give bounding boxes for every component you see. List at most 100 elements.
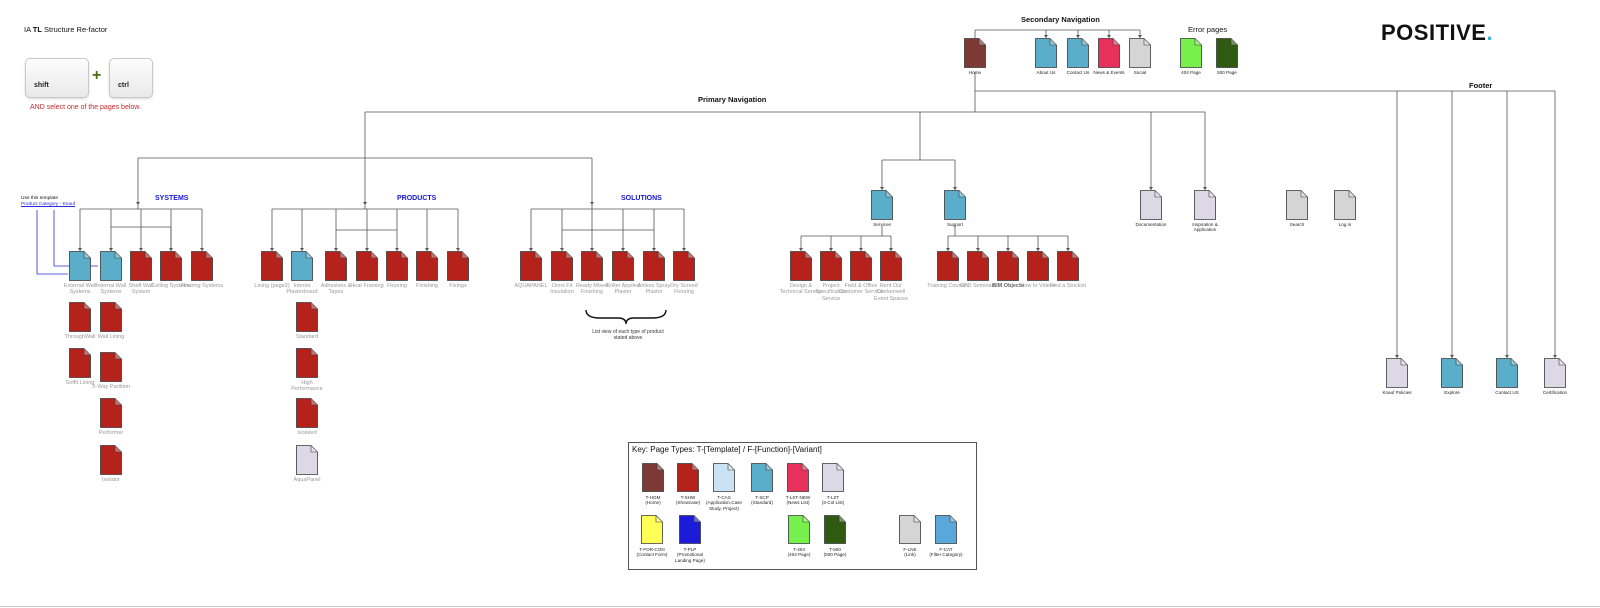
arrow-head [1044, 35, 1048, 38]
page-about-us[interactable] [1035, 38, 1057, 68]
page-wall-lining[interactable] [100, 302, 122, 332]
key-icon-t-shw[interactable] [677, 463, 699, 492]
page-contact-us[interactable] [1067, 38, 1089, 68]
page-roller-applied-plaster[interactable] [612, 251, 634, 281]
page-external-wall-systems[interactable] [69, 251, 91, 281]
page-cpd-seminars[interactable] [967, 251, 989, 281]
page-finishing[interactable] [416, 251, 438, 281]
page-rent-our-clerkenwell-event-spaces[interactable] [880, 251, 902, 281]
page-shaft-wall-system[interactable] [130, 251, 152, 281]
page-support[interactable] [944, 190, 966, 220]
page-search[interactable] [1286, 190, 1308, 220]
page-how-to-videos[interactable] [1027, 251, 1049, 281]
page-icon [551, 251, 573, 281]
page-404-page[interactable] [1180, 38, 1202, 68]
page-home[interactable] [964, 38, 986, 68]
page-documentation[interactable] [1140, 190, 1162, 220]
page-high-performance[interactable] [296, 348, 318, 378]
page-inspiration-application[interactable] [1194, 190, 1216, 220]
page-interior-plasterboard[interactable] [291, 251, 313, 281]
page-services[interactable] [871, 190, 893, 220]
page-label-how-to-videos: How to Videos [1020, 283, 1056, 289]
page-heat-framing[interactable] [356, 251, 378, 281]
page-icon [356, 251, 378, 281]
key-icon-t-lst[interactable] [822, 463, 844, 492]
arrow-head [1006, 248, 1010, 251]
page-ceiling-systems[interactable] [160, 251, 182, 281]
page-icon [679, 515, 701, 544]
key-icon-t-500[interactable] [824, 515, 846, 544]
key-icon-t-lst-new[interactable] [787, 463, 809, 492]
page-label-contact-us: Contact Us [1066, 70, 1090, 75]
page-explore[interactable] [1441, 358, 1463, 388]
page-find-a-stockist[interactable] [1057, 251, 1079, 281]
page-field-office-customer-service[interactable] [850, 251, 872, 281]
page-icon [1496, 358, 1518, 388]
page-lining-page3[interactable] [261, 251, 283, 281]
template-hint-link[interactable]: Product Category - Knauf [21, 201, 76, 207]
page-airless-spray-plaster[interactable] [643, 251, 665, 281]
page-contact-us[interactable] [1496, 358, 1518, 388]
page-soffit-lining[interactable] [69, 348, 91, 378]
key-description: (Showcase) [675, 500, 701, 506]
key-icon-t-404[interactable] [788, 515, 810, 544]
page-aquapanel[interactable] [520, 251, 542, 281]
key-code: T-LST [826, 495, 840, 500]
page-certification[interactable] [1544, 358, 1566, 388]
page-log-in[interactable] [1334, 190, 1356, 220]
page-icon [677, 463, 699, 492]
page-adhesives-tapes[interactable] [325, 251, 347, 281]
key-icon-t-scp[interactable] [751, 463, 773, 492]
key-code: T-SCP [755, 495, 769, 500]
key-description: (Contact Form) [636, 552, 668, 558]
key-code: T-500 [829, 547, 841, 552]
page-news-events[interactable] [1098, 38, 1120, 68]
key-icon-t-cas[interactable] [713, 463, 735, 492]
page-project-specification-service[interactable] [820, 251, 842, 281]
page-x-way-partition[interactable] [100, 352, 122, 382]
page-omni-fit-insulation[interactable] [551, 251, 573, 281]
page-fixings[interactable] [447, 251, 469, 281]
page-flooring[interactable] [386, 251, 408, 281]
key-icon-t-plp[interactable] [679, 515, 701, 544]
page-icon [1544, 358, 1566, 388]
key-icon-f-lnk[interactable] [899, 515, 921, 544]
page-throughwall[interactable] [69, 302, 91, 332]
plus-icon: + [92, 67, 102, 84]
page-ready-mixed-finishing[interactable] [581, 251, 603, 281]
page-design-technical-service[interactable] [790, 251, 812, 281]
page-label-log-in: Log in [1338, 222, 1352, 227]
page-icon [935, 515, 957, 544]
page-knauf-policies[interactable] [1386, 358, 1408, 388]
key-code: T-PLP [683, 547, 697, 552]
page-flooring-systems[interactable] [191, 251, 213, 281]
page-training-courses[interactable] [937, 251, 959, 281]
arrow-head [334, 248, 338, 251]
key-icon-f-cat[interactable] [935, 515, 957, 544]
brand-logo-dot: . [1486, 20, 1494, 45]
page-internal-wall-systems[interactable] [100, 251, 122, 281]
key-label-t-lst-new: T-LST-NEW(News List) [778, 495, 818, 506]
key-icon-t-for-con[interactable] [641, 515, 663, 544]
page-social[interactable] [1129, 38, 1151, 68]
arrow-head [621, 248, 625, 251]
page-icon [997, 251, 1019, 281]
page-icon [100, 251, 122, 281]
page-500-page[interactable] [1216, 38, 1238, 68]
page-isolator[interactable] [100, 445, 122, 475]
page-icon [871, 190, 893, 220]
page-label-services: Services [873, 222, 891, 227]
page-icon [1027, 251, 1049, 281]
arrow-head [1203, 187, 1207, 190]
page-dry-screed-flooring[interactable] [673, 251, 695, 281]
page-performer[interactable] [100, 398, 122, 428]
page-bim-objects[interactable] [997, 251, 1019, 281]
primary-navigation-heading: Primary Navigation [698, 95, 767, 104]
page-isolated[interactable] [296, 398, 318, 428]
page-aquapanel[interactable] [296, 445, 318, 475]
page-standard[interactable] [296, 302, 318, 332]
key-description: (News List) [786, 500, 810, 506]
arrow-head [139, 248, 143, 251]
key-icon-t-hom[interactable] [642, 463, 664, 492]
